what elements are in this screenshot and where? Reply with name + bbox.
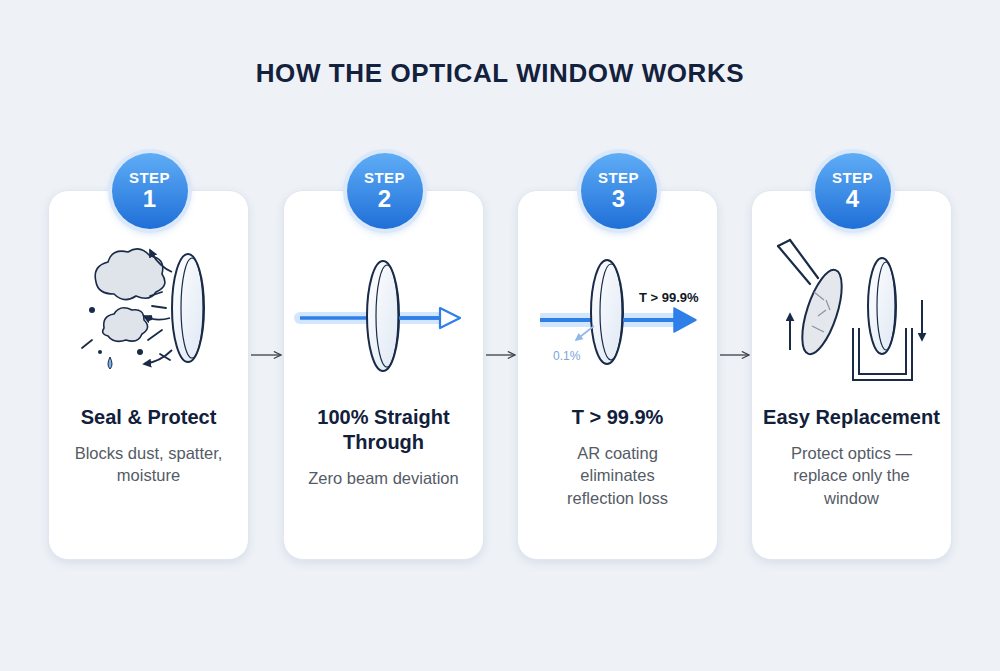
step-card: Seal & ProtectBlocks dust, spatter, mois… (48, 190, 249, 560)
flow-arrow (251, 354, 281, 355)
title-area: HOW THE OPTICAL WINDOW WORKS (0, 58, 1000, 89)
step-label: STEP (598, 170, 639, 187)
step-card: 100% Straight ThroughZero beam deviation… (283, 190, 484, 560)
coated-lens (591, 260, 623, 364)
diagram-title: HOW THE OPTICAL WINDOW WORKS (256, 58, 745, 88)
step-number: 4 (846, 186, 859, 212)
step-number: 2 (378, 186, 391, 212)
lens-edge (376, 265, 398, 367)
particle (89, 307, 95, 313)
step-heading: T > 99.9% (525, 405, 710, 430)
label-holder: 0.1% (553, 346, 580, 364)
step-badge: STEP1 (112, 153, 188, 229)
flow-arrow (720, 354, 749, 355)
lens-edge (877, 262, 895, 350)
flow-arrow (486, 354, 515, 355)
particle (137, 349, 143, 355)
step-heading: Seal & Protect (56, 405, 241, 430)
new-window (868, 258, 896, 354)
step-label: STEP (129, 170, 170, 187)
card-text-area: Easy ReplacementProtect optics — replace… (752, 405, 951, 509)
step-heading: Easy Replacement (759, 405, 944, 430)
window-lens (367, 261, 399, 371)
step-description: Blocks dust, spatter, moisture (69, 442, 229, 487)
laser-beam (399, 316, 440, 320)
window-lens (172, 254, 204, 362)
step-number: 1 (143, 186, 156, 212)
laser-beam (623, 318, 674, 322)
remove-arrow (789, 314, 791, 350)
reflection-value: 0.1% (553, 349, 580, 363)
step-label: STEP (832, 170, 873, 187)
step-description: Protect optics — replace only the window (769, 442, 934, 509)
card-text-area: 100% Straight ThroughZero beam deviation (284, 405, 483, 489)
label-holder: T > 99.9% (639, 288, 699, 306)
step-heading: 100% Straight Through (291, 405, 476, 455)
step-description: AR coating eliminates reflection loss (553, 442, 683, 509)
step-badge: STEP4 (815, 153, 891, 229)
step-card: T > 99.9% AR coating eliminates reflectio… (517, 190, 718, 560)
step-badge: STEP3 (581, 153, 657, 229)
insert-arrow (921, 300, 923, 340)
scratch-marks (812, 292, 830, 332)
transmission-value: T > 99.9% (639, 290, 699, 305)
lens-edge (600, 264, 622, 360)
card-text-area: T > 99.9% AR coating eliminates reflectio… (518, 405, 717, 509)
step-number: 3 (612, 186, 625, 212)
card-text-area: Seal & ProtectBlocks dust, spatter, mois… (49, 405, 248, 487)
step-label: STEP (364, 170, 405, 187)
step-badge: STEP2 (347, 153, 423, 229)
lens-edge (181, 258, 203, 358)
particle (98, 350, 102, 354)
step-description: Zero beam deviation (304, 467, 464, 489)
